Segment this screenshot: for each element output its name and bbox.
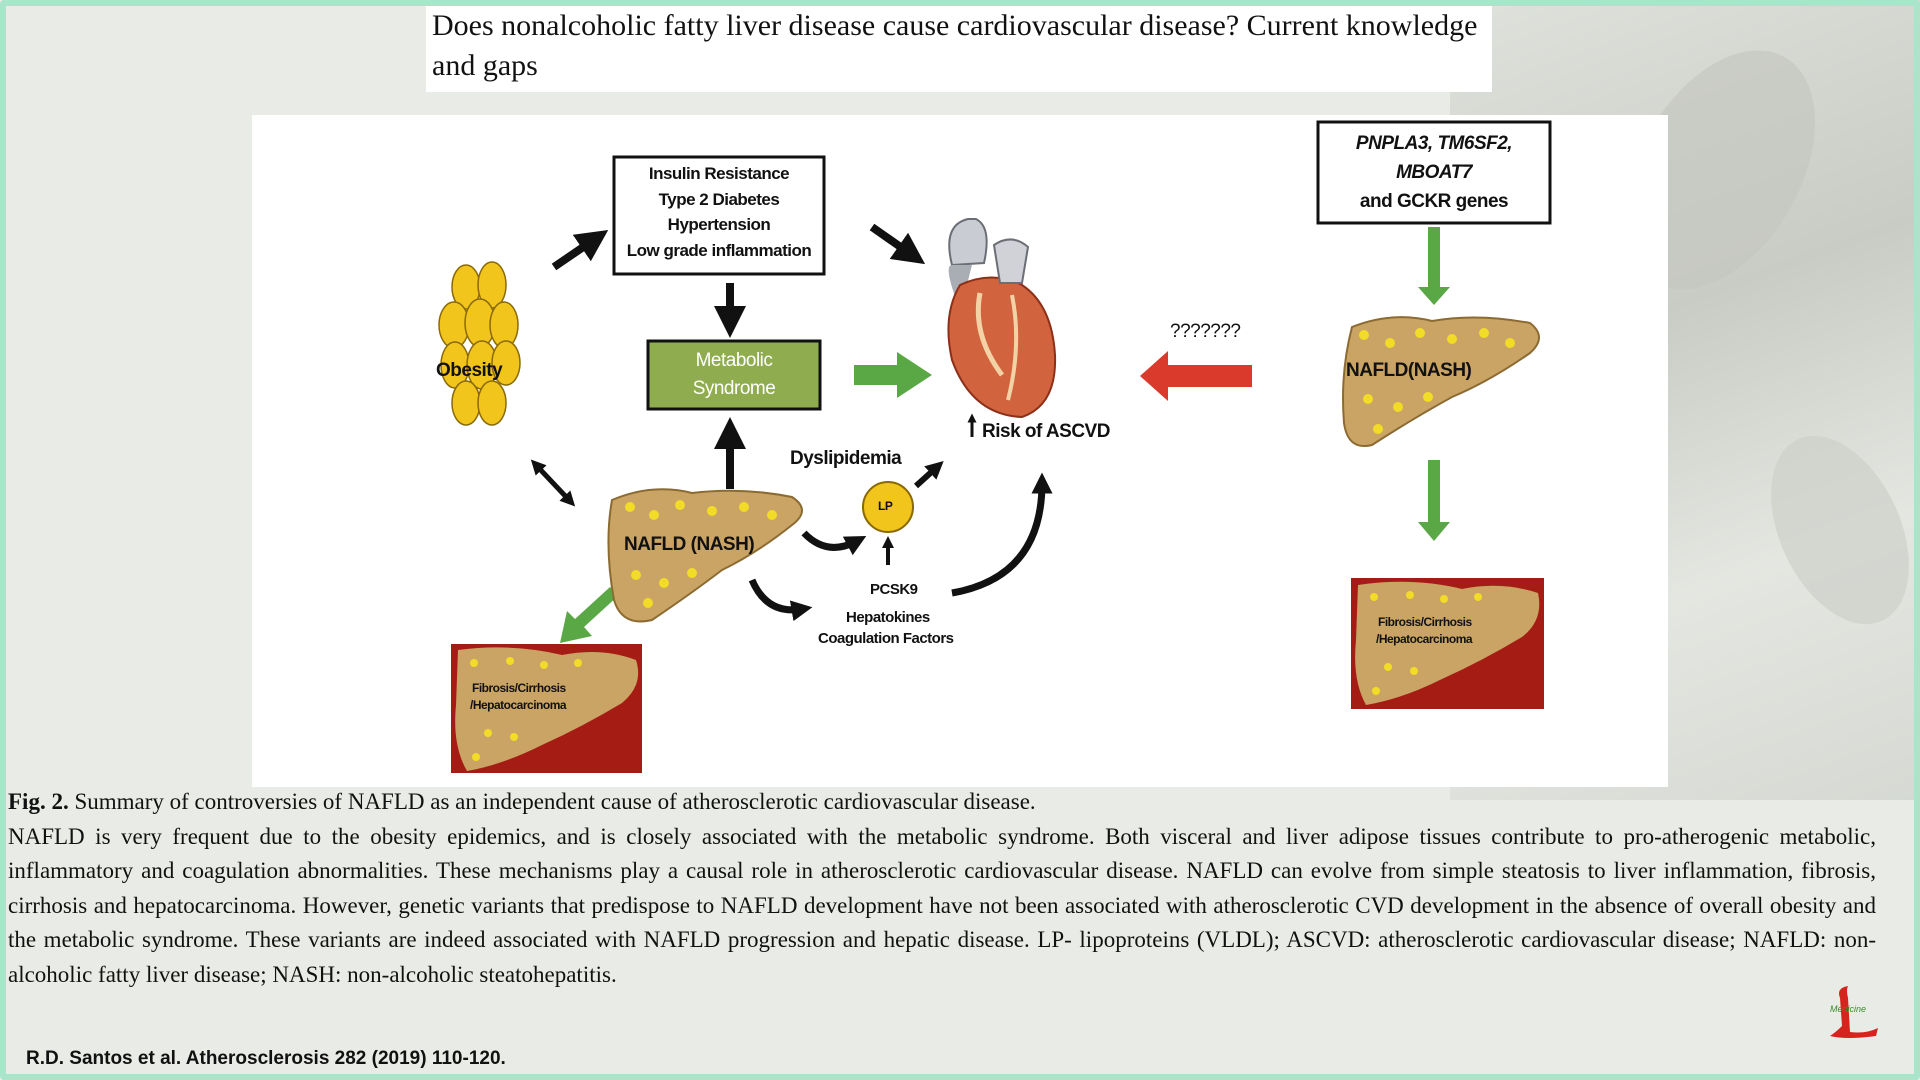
curve-nafld-to-hepatokines bbox=[748, 578, 813, 622]
lp-circle bbox=[862, 481, 914, 533]
hepatokines-label: Hepatokines bbox=[846, 609, 930, 626]
question-marks-label: ??????? bbox=[1170, 321, 1241, 342]
curve-nafld-to-lp bbox=[801, 530, 867, 556]
heart-illustration bbox=[947, 218, 1057, 419]
curve-hepatokines-to-heart bbox=[951, 472, 1053, 597]
red-arrow-question bbox=[1140, 351, 1252, 401]
metabolic-syndrome-line-2: Syndrome bbox=[692, 378, 776, 399]
figure-diagram bbox=[438, 120, 1552, 773]
dyslipidemia-label: Dyslipidemia bbox=[790, 448, 902, 469]
fibrosis-image-left bbox=[451, 644, 642, 773]
genes-box bbox=[1316, 120, 1552, 225]
pcsk9-label: PCSK9 bbox=[870, 581, 918, 598]
fibrosis-left-line-2: /Hepatocarcinoma bbox=[470, 698, 567, 712]
caption-body: NAFLD is very frequent due to the obesit… bbox=[8, 823, 1876, 987]
figure-panel: Insulin Resistance Type 2 Diabetes Hyper… bbox=[252, 115, 1668, 787]
risk-factors-box bbox=[612, 155, 826, 276]
citation: R.D. Santos et al. Atherosclerosis 282 (… bbox=[26, 1048, 506, 1069]
figure-caption: Fig. 2. Summary of controversies of NAFL… bbox=[8, 785, 1876, 992]
risk-factors-line-3: Hypertension bbox=[667, 215, 771, 234]
slide-title: Does nonalcoholic fatty liver disease ca… bbox=[432, 9, 1478, 82]
logo-text: Medicine bbox=[1830, 1004, 1866, 1014]
metabolic-syndrome-box bbox=[646, 339, 822, 411]
fibrosis-right-line-2: /Hepatocarcinoma bbox=[1376, 632, 1473, 646]
fig-label: Fig. 2. bbox=[8, 789, 69, 814]
obesity-fat-cluster bbox=[438, 261, 521, 426]
liver-right bbox=[1342, 316, 1540, 447]
fig-title: Summary of controversies of NAFLD as an … bbox=[74, 789, 1036, 814]
risk-factors-line-1: Insulin Resistance bbox=[648, 164, 790, 183]
genes-line-2: MBOAT7 bbox=[1396, 162, 1472, 183]
coagulation-label: Coagulation Factors bbox=[818, 630, 954, 647]
green-arrow-nafld-to-fibrosis-right bbox=[1418, 460, 1450, 541]
metabolic-syndrome-line-1: Metabolic bbox=[695, 350, 773, 371]
risk-ascvd-label: Risk of ASCVD bbox=[982, 421, 1110, 442]
nafld-left-label: NAFLD (NASH) bbox=[624, 534, 755, 555]
arrow-obesity-nafld bbox=[530, 459, 576, 507]
fibrosis-left-line-1: Fibrosis/Cirrhosis bbox=[472, 681, 566, 695]
risk-factors-line-4: Low grade inflammation bbox=[626, 241, 812, 260]
nafld-right-label: NAFLD(NASH) bbox=[1346, 360, 1472, 381]
genes-line-3: and GCKR genes bbox=[1359, 191, 1509, 212]
lp-label: LP bbox=[878, 499, 893, 513]
arrow-obesity-to-box bbox=[551, 229, 609, 271]
arrow-box-to-heart bbox=[869, 223, 926, 265]
arrow-lp-to-dyslip bbox=[913, 460, 944, 489]
fibrosis-image-right bbox=[1351, 578, 1544, 709]
risk-factors-line-2: Type 2 Diabetes bbox=[658, 190, 780, 209]
green-arrow-metsyn-to-heart bbox=[854, 352, 932, 398]
green-arrow-nafld-to-fibrosis bbox=[560, 587, 619, 643]
fibrosis-right-line-1: Fibrosis/Cirrhosis bbox=[1378, 615, 1472, 629]
title-box bbox=[426, 4, 1492, 92]
genes-line-1: PNPLA3, TM6SF2, bbox=[1355, 133, 1513, 154]
obesity-label: Obesity bbox=[436, 360, 503, 381]
liver-left bbox=[607, 488, 803, 623]
channel-logo-icon: Medicine bbox=[1830, 986, 1878, 1038]
green-arrow-genes-to-nafld bbox=[1418, 227, 1450, 305]
